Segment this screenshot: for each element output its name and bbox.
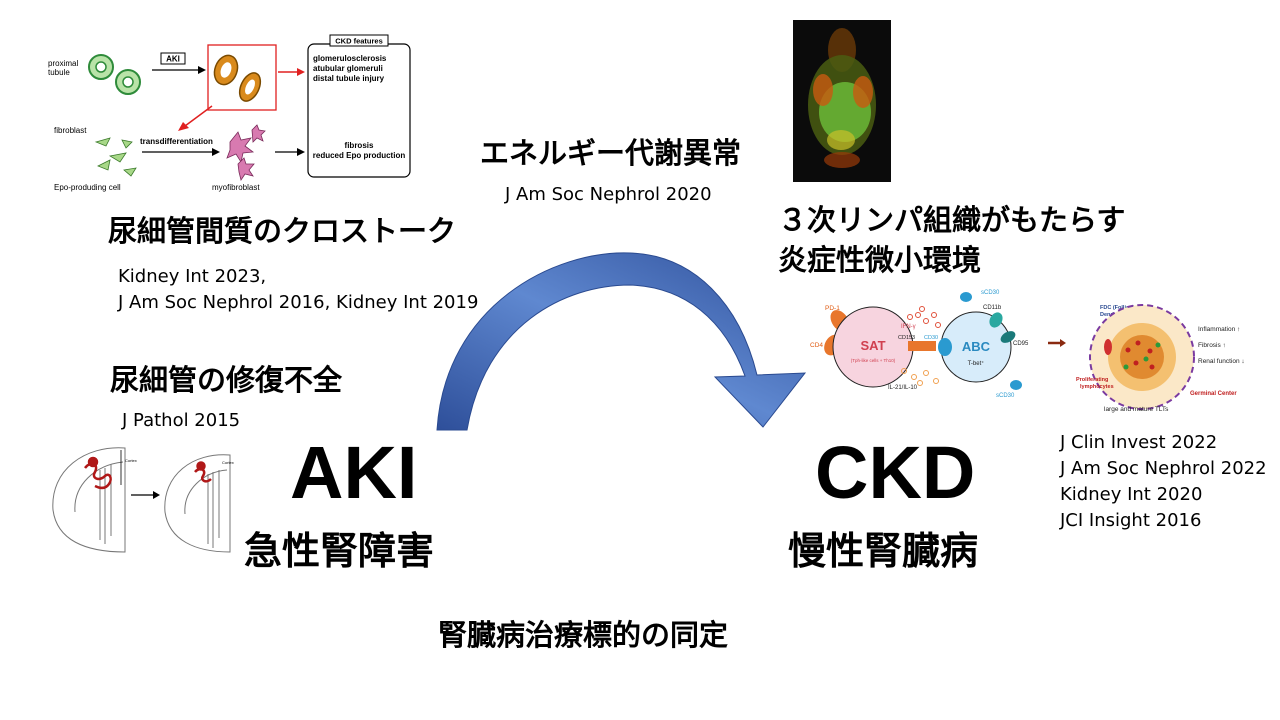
kidney-section-icon — [52, 447, 126, 553]
outcome-1: Inflammation ↑ — [1198, 326, 1240, 333]
repaired-nephron-icon — [194, 461, 212, 483]
tls-ref-3: Kidney Int 2020 — [1060, 484, 1203, 505]
ifn-label: IFN-γ — [901, 324, 916, 330]
cd30-label: CD30 — [924, 335, 938, 341]
ckd-subtitle: 慢性腎臓病 — [788, 529, 979, 573]
scd30-top-label: sCD30 — [981, 290, 1000, 296]
energy-heading: エネルギー代謝異常 — [480, 136, 742, 170]
feature-3: distal tubule injury — [313, 74, 385, 83]
crosstalk-figure: proximal tubule AKI CKD features glomeru… — [48, 34, 411, 192]
aki-to-ckd-arrow-icon — [436, 252, 807, 431]
fibroblast-icon — [94, 137, 137, 177]
prolif-label-1: Proliferating — [1076, 377, 1108, 383]
fibroblast-label: fibroblast — [54, 126, 87, 135]
red-arrow-down-icon — [178, 105, 213, 131]
proximal-label: proximal — [48, 59, 78, 68]
mouse-imaging-icon — [808, 28, 876, 168]
injured-tubule-icon — [213, 54, 262, 102]
tbet-label: T-bet⁺ — [968, 360, 985, 367]
tls-caption: large and mature TLTs — [1104, 406, 1169, 413]
tls-figure: PD-1 CD4 SAT (Tph-like cells + Th10) IFN… — [810, 290, 1245, 413]
aki-title: AKI — [290, 431, 418, 514]
crosstalk-ref-1: Kidney Int 2023, — [118, 266, 267, 287]
fibrosis-label: fibrosis — [345, 141, 374, 150]
tls-ref-2: J Am Soc Nephrol 2022 — [1060, 458, 1267, 479]
kidney-section-2-icon — [164, 454, 231, 553]
myofibroblast-label: myofibroblast — [212, 183, 260, 192]
tls-heading-1: ３次リンパ組織がもたらす — [778, 203, 1126, 237]
cortex-label-1: Cortex — [125, 458, 137, 463]
feature-1: glomerulosclerosis — [313, 54, 387, 63]
red-arrow-right-icon — [278, 68, 305, 76]
tubule-label: tubule — [48, 68, 70, 77]
tls-arrow-icon — [1048, 339, 1066, 347]
cortex-label-2: Cortex — [222, 460, 234, 465]
crosstalk-heading: 尿細管間質のクロストーク — [108, 214, 457, 248]
repair-heading: 尿細管の修復不全 — [110, 363, 343, 397]
proximal-tubule-icon — [88, 54, 141, 95]
cd95-label: CD95 — [1013, 341, 1029, 347]
crosstalk-ref-2: J Am Soc Nephrol 2016, Kidney Int 2019 — [118, 292, 479, 313]
feature-2: atubular glomeruli — [313, 64, 383, 73]
cd153-label: CD153 — [898, 335, 915, 341]
prolif-label-2: lymphocytes — [1080, 384, 1114, 390]
fdc-label-1: FDC (Follicular — [1100, 305, 1140, 311]
outcome-2: Fibrosis ↑ — [1198, 342, 1226, 349]
aki-arrow-icon — [152, 66, 206, 74]
cd11b-label: CD11b — [983, 305, 1002, 311]
transdiff-label: transdifferentiation — [140, 137, 213, 146]
abc-label: ABC — [962, 339, 991, 354]
aki-subtitle: 急性腎障害 — [244, 529, 435, 573]
cytokine-dots — [901, 306, 941, 386]
outcome-3: Renal function ↓ — [1198, 358, 1245, 365]
pd1-label: PD-1 — [825, 305, 840, 312]
epo-cell-label: Epo-produding cell — [54, 183, 121, 192]
tls-ref-4: JCI Insight 2016 — [1060, 510, 1202, 531]
cd4-label: CD4 — [810, 342, 823, 349]
repair-ref: J Pathol 2015 — [122, 410, 241, 431]
scd30-bottom-label: sCD30 — [996, 393, 1015, 399]
injured-nephron-icon — [84, 456, 112, 490]
footer-heading: 腎臓病治療標的の同定 — [438, 618, 729, 652]
gc-label: Germinal Center — [1190, 391, 1237, 397]
ckd-title: CKD — [815, 431, 976, 514]
fibrosis-arrow-icon — [275, 148, 305, 156]
sat-sub-label: (Tph-like cells + Th10) — [851, 358, 896, 363]
tls-ref-1: J Clin Invest 2022 — [1060, 432, 1218, 453]
repair-arrow-icon — [131, 491, 160, 499]
ckd-features-title: CKD features — [335, 37, 383, 46]
aki-box-label: AKI — [166, 55, 180, 64]
transdiff-arrow-icon — [142, 148, 220, 156]
epo-reduction-label: reduced Epo production — [313, 151, 406, 160]
tls-heading-2: 炎症性微小環境 — [778, 243, 982, 277]
tls-structure-icon — [1089, 304, 1195, 410]
myofibroblast-icon — [226, 124, 266, 181]
kidney-repair-figure: Cortex Cortex — [52, 447, 234, 553]
aki-box — [160, 52, 186, 65]
sat-label: SAT — [860, 338, 885, 353]
il-label: IL-21/IL-10 — [888, 385, 918, 391]
energy-ref: J Am Soc Nephrol 2020 — [505, 184, 712, 205]
mouse-imaging-photo — [793, 20, 891, 182]
